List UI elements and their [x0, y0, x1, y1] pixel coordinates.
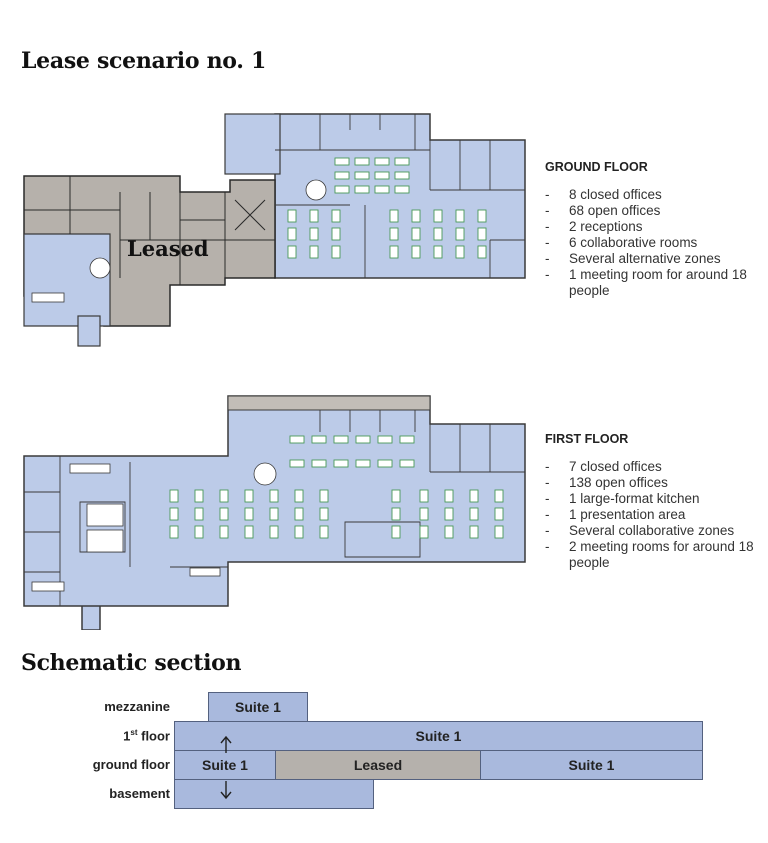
first-floor-plan: [23, 395, 526, 630]
ground-round-table: [305, 179, 327, 201]
row-label-mezzanine: mezzanine: [104, 699, 170, 714]
first-floor-suite-bar: Suite 1: [174, 721, 703, 751]
ground-floor-heading: GROUND FLOOR: [545, 160, 648, 174]
ground-left-round-table: [89, 257, 111, 279]
ground-left-suite-bar: Suite 1: [174, 750, 276, 780]
list-item: -1 meeting room for around 18 people: [545, 267, 747, 298]
ground-leased-bar: Leased: [275, 750, 481, 780]
list-item: -1 large-format kitchen: [545, 491, 700, 506]
ground-leased-label: Leased: [127, 236, 209, 261]
list-item: -Several collaborative zones: [545, 523, 735, 538]
list-item: -8 closed offices: [545, 187, 662, 202]
list-item: -Several alternative zones: [545, 251, 721, 266]
list-item: -6 collaborative rooms: [545, 235, 698, 250]
first-floor-heading: FIRST FLOOR: [545, 432, 629, 446]
list-item: -68 open offices: [545, 203, 661, 218]
ground-stair: [77, 315, 101, 347]
ground-tower: [224, 113, 281, 175]
list-item: -7 closed offices: [545, 459, 662, 474]
first-round-table: [253, 462, 277, 486]
page-title: Lease scenario no. 1: [21, 48, 266, 74]
mezzanine-suite-bar: Suite 1: [208, 692, 308, 722]
vertical-arrow-icon: [220, 735, 232, 800]
ground-left-wing: [23, 233, 111, 327]
section-title: Schematic section: [21, 650, 242, 676]
list-item: -2 meeting rooms for around 18 people: [545, 539, 754, 570]
list-item: -2 receptions: [545, 219, 643, 234]
row-label-first-floor: 1st floor: [123, 728, 170, 744]
ground-floor-plan: [23, 113, 526, 347]
row-label-ground-floor: ground floor: [92, 757, 170, 772]
row-label-basement: basement: [109, 786, 170, 801]
first-tower-top: [227, 395, 431, 411]
list-item: -138 open offices: [545, 475, 668, 490]
ground-floor-features: -8 closed offices -68 open offices -2 re…: [545, 187, 760, 299]
ground-right-suite-bar: Suite 1: [480, 750, 703, 780]
first-floor-features: -7 closed offices -138 open offices -1 l…: [545, 459, 755, 571]
basement-bar: [174, 779, 374, 809]
list-item: -1 presentation area: [545, 507, 686, 522]
